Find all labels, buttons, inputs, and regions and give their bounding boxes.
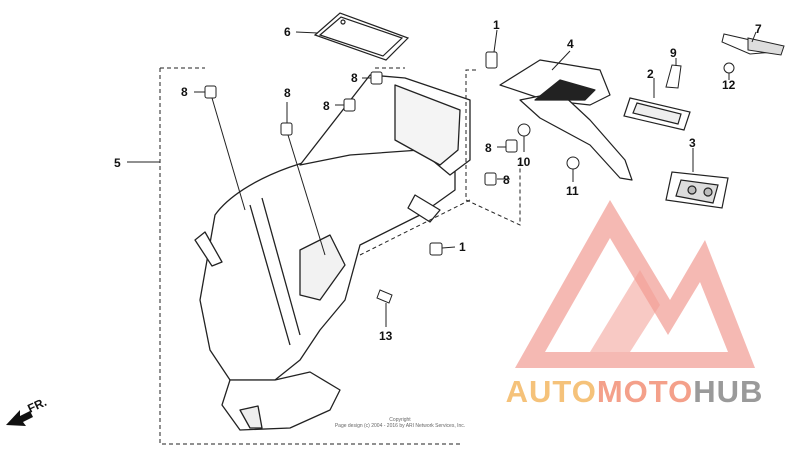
front-marker: FR. bbox=[25, 395, 48, 416]
callout-12: 12 bbox=[722, 78, 736, 92]
callout-8a: 8 bbox=[181, 85, 188, 99]
callout-4: 4 bbox=[567, 37, 574, 51]
callout-8f: 8 bbox=[503, 173, 510, 187]
callout-2: 2 bbox=[647, 67, 654, 81]
assembly-bracket bbox=[159, 67, 463, 445]
brand-hub: HUB bbox=[693, 374, 764, 409]
callout-7: 7 bbox=[755, 22, 762, 36]
callout-5: 5 bbox=[114, 156, 121, 170]
callout-9: 9 bbox=[670, 46, 677, 60]
bulb bbox=[665, 64, 682, 89]
copyright-line1: Copyright bbox=[389, 417, 411, 423]
license-lamp-lens bbox=[623, 97, 691, 131]
callout-8e: 8 bbox=[485, 141, 492, 155]
copyright-line2: Page design (c) 2004 - 2016 by ARI Netwo… bbox=[334, 423, 466, 429]
callout-8b: 8 bbox=[284, 86, 291, 100]
license-plate bbox=[313, 12, 410, 61]
brand-moto: MOTO bbox=[596, 374, 694, 409]
brand-auto: AUTO bbox=[505, 374, 597, 409]
rear-fender bbox=[194, 74, 471, 431]
license-light-bracket bbox=[499, 59, 633, 181]
callout-8d: 8 bbox=[323, 99, 330, 113]
callout-1-top: 1 bbox=[493, 18, 500, 32]
watermark-brand: AUTOMOTOHUB bbox=[472, 374, 797, 410]
callout-1-bottom: 1 bbox=[459, 240, 466, 254]
reflector bbox=[665, 171, 729, 209]
copyright-notice: Copyright Page design (c) 2004 - 2016 by… bbox=[300, 417, 500, 429]
callout-10: 10 bbox=[517, 155, 531, 169]
callout-11: 11 bbox=[566, 184, 579, 198]
front-arrow-icon bbox=[6, 410, 33, 426]
screw bbox=[721, 33, 785, 56]
leader-lines bbox=[194, 29, 757, 327]
callout-8c: 8 bbox=[351, 71, 358, 85]
callout-13: 13 bbox=[379, 329, 393, 343]
callout-6: 6 bbox=[284, 25, 291, 39]
callout-3: 3 bbox=[689, 136, 696, 150]
fasteners bbox=[204, 51, 735, 304]
watermark-logo-icon bbox=[515, 200, 755, 368]
